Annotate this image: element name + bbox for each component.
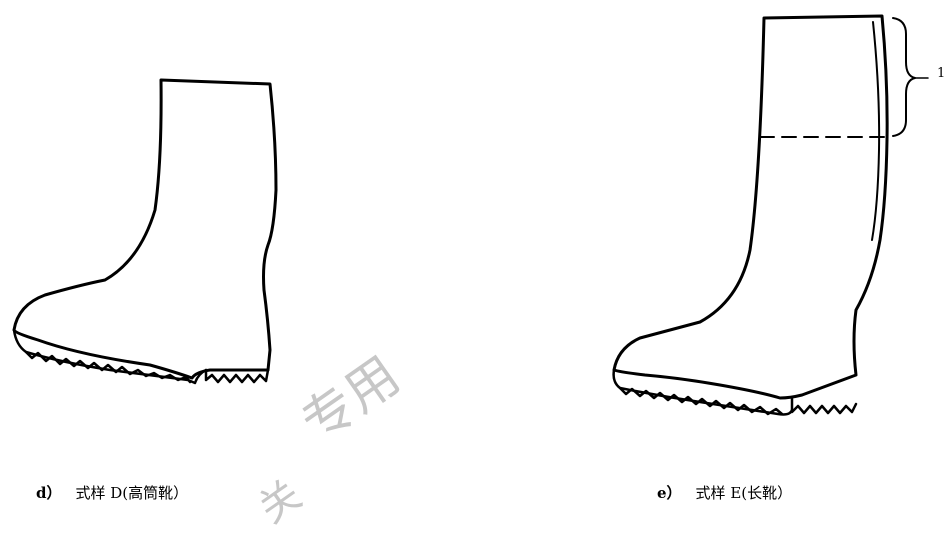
caption-d-label: d） [36,484,62,502]
boot-d-heel-tread [204,368,270,384]
boot-e-inner-edge [871,21,881,241]
caption-e-label: e） [657,484,682,502]
caption-d-text: 式样 D(高筒靴） [75,484,189,502]
boot-e-heel-tread [790,396,858,415]
boot-d-outline [12,78,278,380]
boot-e-tread [618,386,784,416]
boot-d-sole [12,328,208,385]
callout-brace [892,17,916,137]
caption-e: e） 式样 E(长靴） [657,482,792,503]
boot-e-outline [612,14,889,400]
boots-illustration [12,14,929,416]
callout-number: 1 [937,66,946,81]
boot-e-sole [612,368,794,416]
caption-e-text: 式样 E(长靴） [695,484,793,502]
caption-d: d） 式样 D(高筒靴） [36,482,188,503]
boot-d-tread [24,350,192,384]
